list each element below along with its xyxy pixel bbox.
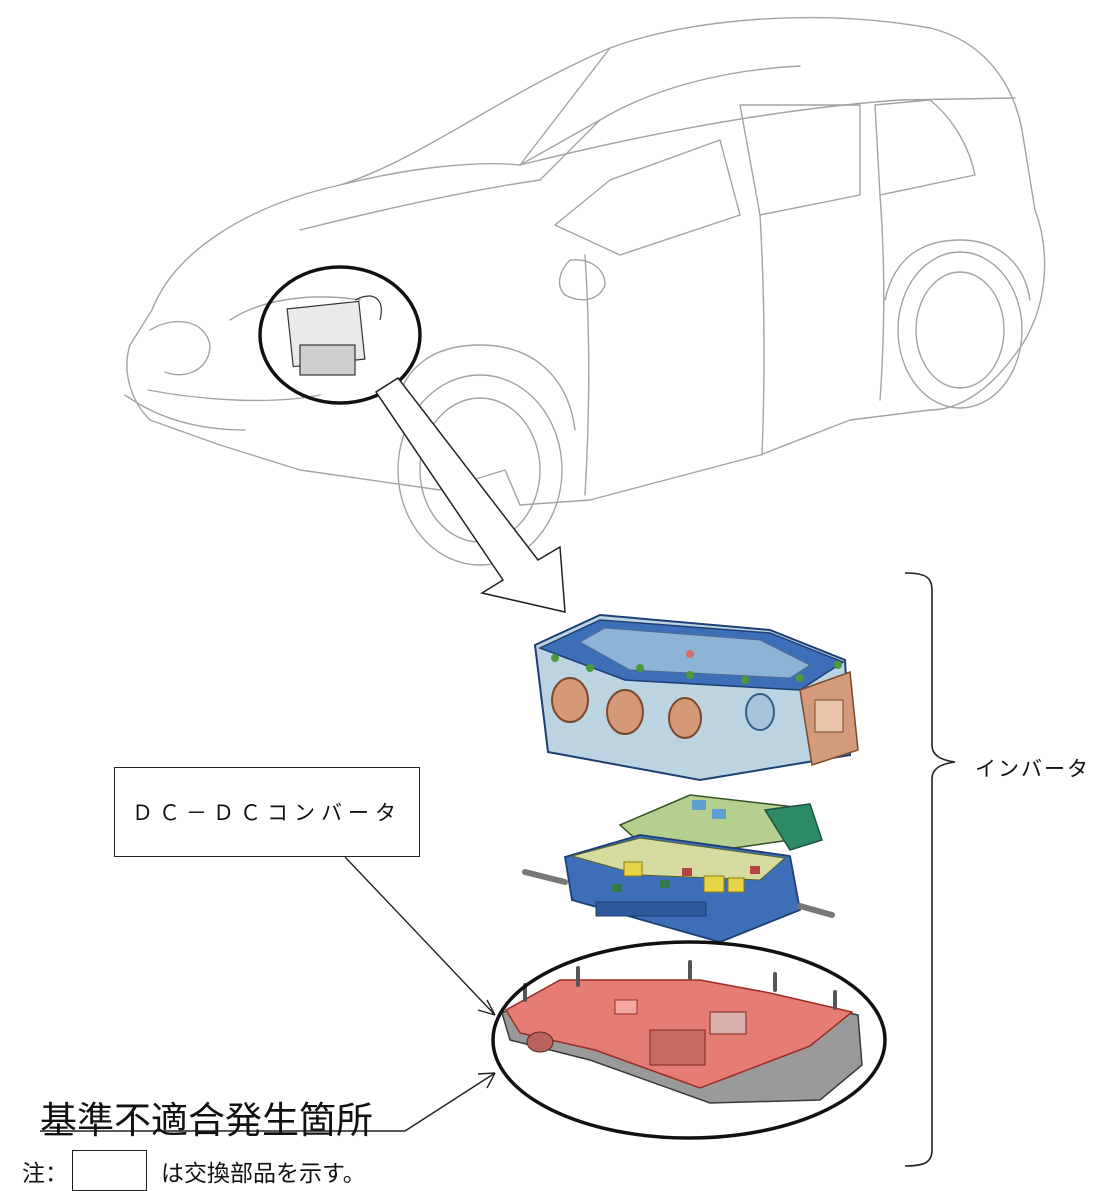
- note-legend-box: [72, 1150, 147, 1191]
- engine-bay-highlight-circle: [258, 265, 422, 405]
- leader-lines: [40, 856, 496, 1132]
- replacement-part-highlight-circle: [491, 940, 887, 1140]
- inverter-control-boards: [522, 794, 835, 943]
- legend-note: 注： は交換部品を示す。: [22, 1150, 366, 1191]
- dcdc-converter-label: ＤＣ－ＤＣコンバータ: [132, 801, 402, 825]
- dcdc-converter-label-box: ＤＣ－ＤＣコンバータ: [114, 767, 420, 857]
- inverter-upper-case: [533, 613, 859, 782]
- inverter-label: インバータ: [975, 757, 1090, 781]
- engine-bay-inverter-icon: [286, 295, 382, 376]
- dcdc-converter-case: [501, 960, 863, 1104]
- note-suffix: は交換部品を示す。: [161, 1160, 366, 1187]
- zoom-arrow: [374, 376, 566, 613]
- inverter-bracket: [904, 572, 956, 1167]
- note-prefix: 注：: [22, 1160, 68, 1187]
- car-outline: [124, 16, 1046, 566]
- defect-location-label: 基準不適合発生箇所: [40, 1099, 373, 1142]
